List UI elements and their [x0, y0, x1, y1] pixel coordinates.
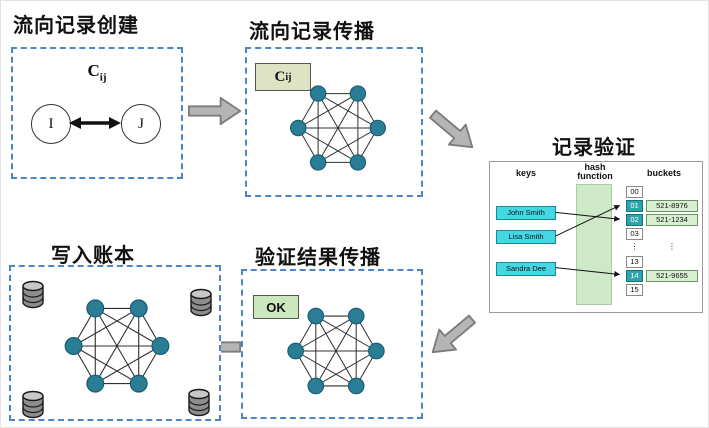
- hash-table-diagram: keys hash function buckets John Smith Li…: [489, 161, 703, 313]
- record-id-sub: ij: [99, 71, 107, 84]
- hash-header-line2: function: [577, 171, 613, 181]
- bucket-row: 03: [626, 228, 698, 240]
- record-id-main: C: [87, 61, 100, 80]
- database-icon: [22, 280, 44, 309]
- bucket-index: 14: [626, 270, 643, 282]
- stage-propagate-title: 流向记录传播: [249, 21, 375, 43]
- key-item: John Smith: [496, 206, 556, 220]
- arrow-create-to-propagate-icon: [187, 97, 242, 125]
- record-badge-sub: ij: [285, 71, 292, 83]
- bucket-value-ellipsis: ⋮: [668, 242, 676, 251]
- bucket-value: 521-8976: [646, 200, 698, 212]
- hash-function-bar: [576, 184, 612, 305]
- bucket-index: 02: [626, 214, 643, 226]
- stage-result-title: 验证结果传播: [255, 247, 381, 269]
- stage-ledger-box: [9, 265, 221, 421]
- node-j-label: J: [138, 115, 144, 132]
- key-item: Sandra Dee: [496, 262, 556, 276]
- bidirectional-arrow-icon: [69, 117, 121, 129]
- database-icon: [22, 390, 44, 419]
- bucket-index: 15: [626, 284, 643, 296]
- keys-header: keys: [515, 168, 537, 178]
- bucket-row-ellipsis: ⋮⋮: [626, 242, 698, 254]
- ok-badge: OK: [253, 295, 299, 319]
- record-badge-main: C: [274, 68, 286, 85]
- node-i-label: I: [48, 115, 54, 132]
- bucket-index: 13: [626, 256, 643, 268]
- database-icon: [190, 288, 212, 317]
- bucket-row: 15: [626, 284, 698, 296]
- arrow-verify-to-result-icon: [431, 314, 476, 354]
- stage-ledger-title: 写入账本: [51, 245, 135, 267]
- stage-create-box: Cij I J: [11, 47, 183, 179]
- bucket-row: 00: [626, 186, 698, 198]
- stage-result-box: OK: [241, 269, 423, 419]
- arrow-propagate-to-verify-icon: [429, 109, 474, 149]
- stage-create-title: 流向记录创建: [13, 15, 139, 37]
- bucket-index: 00: [626, 186, 643, 198]
- bucket-row: 13: [626, 256, 698, 268]
- hash-function-header: hash function: [568, 163, 622, 181]
- hash-header-line1: hash: [584, 162, 606, 172]
- p2p-network-graph: [287, 307, 385, 395]
- bucket-value: 521-9655: [646, 270, 698, 282]
- bucket-index: 01: [626, 200, 643, 212]
- key-item: Lisa Smith: [496, 230, 556, 244]
- node-i: I: [31, 104, 71, 144]
- bucket-index-ellipsis: ⋮: [630, 242, 639, 251]
- p2p-network-graph: [290, 85, 386, 171]
- bucket-value: 521-1234: [646, 214, 698, 226]
- bucket-index: 03: [626, 228, 643, 240]
- buckets-header: buckets: [646, 168, 681, 178]
- stage-verify-title: 记录验证: [552, 137, 636, 159]
- record-id-label: Cij: [13, 61, 181, 83]
- database-icon: [188, 388, 210, 417]
- node-j: J: [121, 104, 161, 144]
- p2p-network-graph: [64, 299, 170, 393]
